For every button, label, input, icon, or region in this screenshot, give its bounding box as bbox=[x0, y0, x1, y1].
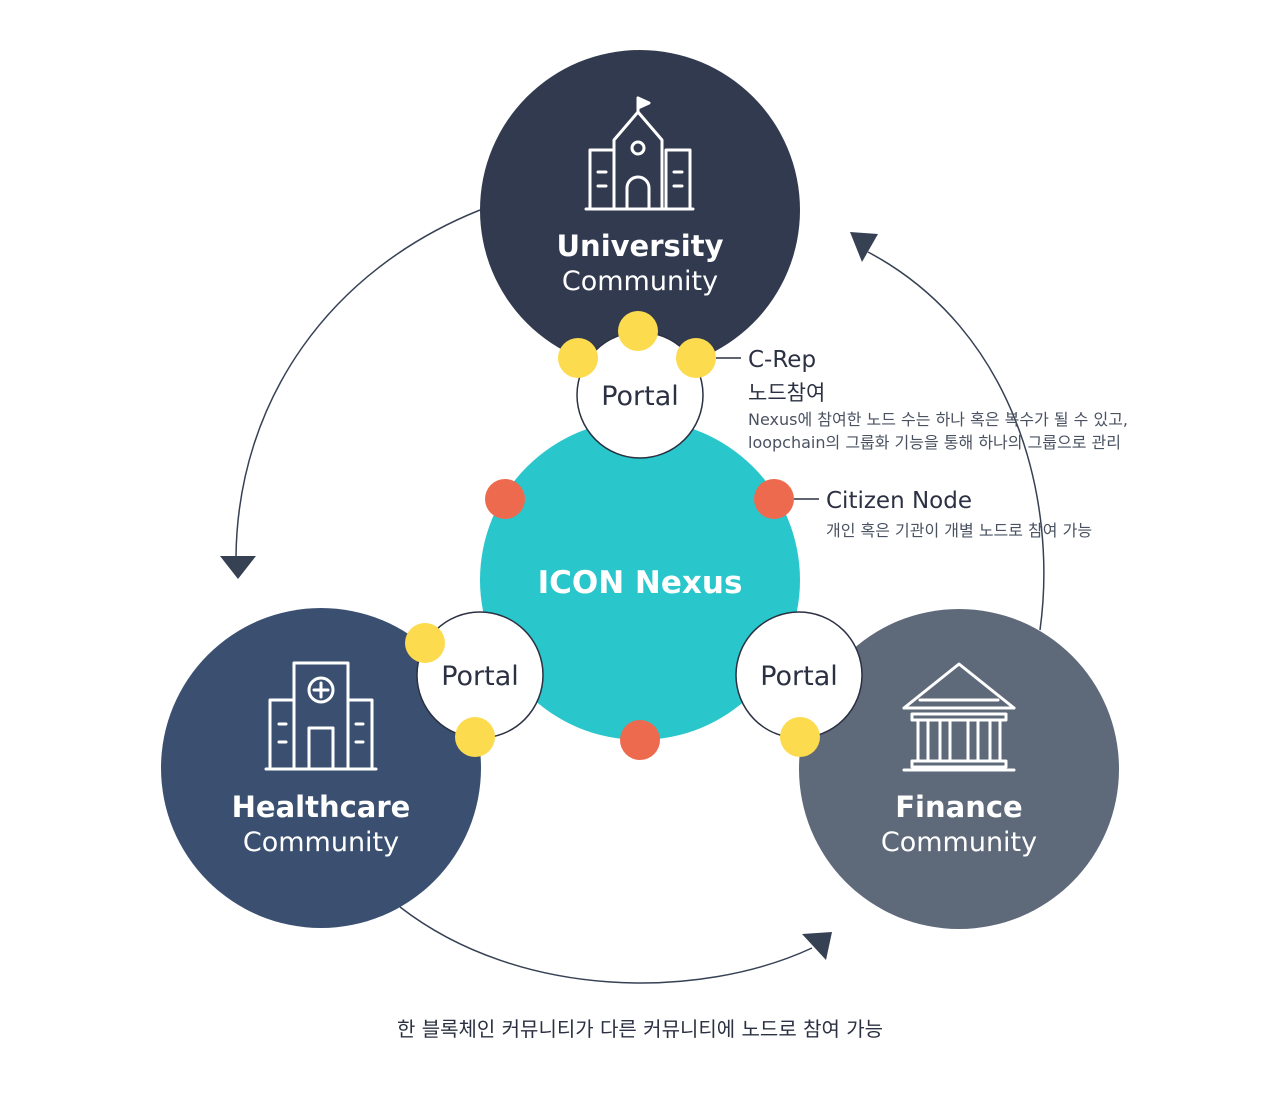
portal-left-label: Portal bbox=[441, 661, 519, 692]
icon-nexus-label: ICON Nexus bbox=[538, 565, 743, 601]
university-title: University bbox=[557, 229, 724, 263]
citizen-nodes bbox=[485, 479, 794, 760]
arrowhead-finance bbox=[802, 932, 832, 960]
crep-node-dot bbox=[780, 717, 820, 757]
citizen-node-dot bbox=[754, 479, 794, 519]
crep-node-dot bbox=[676, 338, 716, 378]
school-icon bbox=[584, 96, 695, 211]
crep-nodes bbox=[405, 311, 820, 757]
citizen-node-dot bbox=[485, 479, 525, 519]
arrowhead-healthcare bbox=[220, 556, 256, 579]
crep-node-dot bbox=[558, 338, 598, 378]
portal-top-label: Portal bbox=[601, 381, 679, 412]
diagram-caption: 한 블록체인 커뮤니티가 다른 커뮤니티에 노드로 참여 가능 bbox=[397, 1017, 883, 1041]
portal-right-label: Portal bbox=[760, 661, 838, 692]
arrow-university-to-healthcare bbox=[235, 209, 481, 557]
finance-title: Finance bbox=[895, 790, 1022, 824]
crep-desc-line2: loopchain의 그룹화 기능을 통해 하나의 그룹으로 관리 bbox=[748, 433, 1121, 452]
finance-subtitle: Community bbox=[881, 827, 1037, 858]
crep-node-dot bbox=[455, 717, 495, 757]
citizen-node-dot bbox=[620, 720, 660, 760]
crep-subtitle: 노드참여 bbox=[748, 381, 825, 405]
crep-desc-line1: Nexus에 참여한 노드 수는 하나 혹은 복수가 될 수 있고, bbox=[748, 410, 1128, 429]
crep-node-dot bbox=[618, 311, 658, 351]
crep-title: C-Rep bbox=[748, 347, 816, 373]
arrow-finance-to-university bbox=[867, 251, 1045, 631]
icon-nexus-circle bbox=[480, 420, 800, 740]
healthcare-title: Healthcare bbox=[232, 790, 411, 824]
arrowhead-university bbox=[850, 232, 878, 262]
citizen-desc: 개인 혹은 기관이 개별 노드로 참여 가능 bbox=[826, 521, 1092, 540]
healthcare-subtitle: Community bbox=[243, 827, 399, 858]
cycle-arrows bbox=[220, 209, 1045, 984]
bank-icon bbox=[902, 662, 1016, 772]
arrow-healthcare-to-finance bbox=[399, 906, 813, 984]
university-subtitle: Community bbox=[562, 266, 718, 297]
citizen-title: Citizen Node bbox=[826, 488, 972, 514]
crep-node-dot bbox=[405, 623, 445, 663]
hospital-icon bbox=[264, 661, 378, 771]
